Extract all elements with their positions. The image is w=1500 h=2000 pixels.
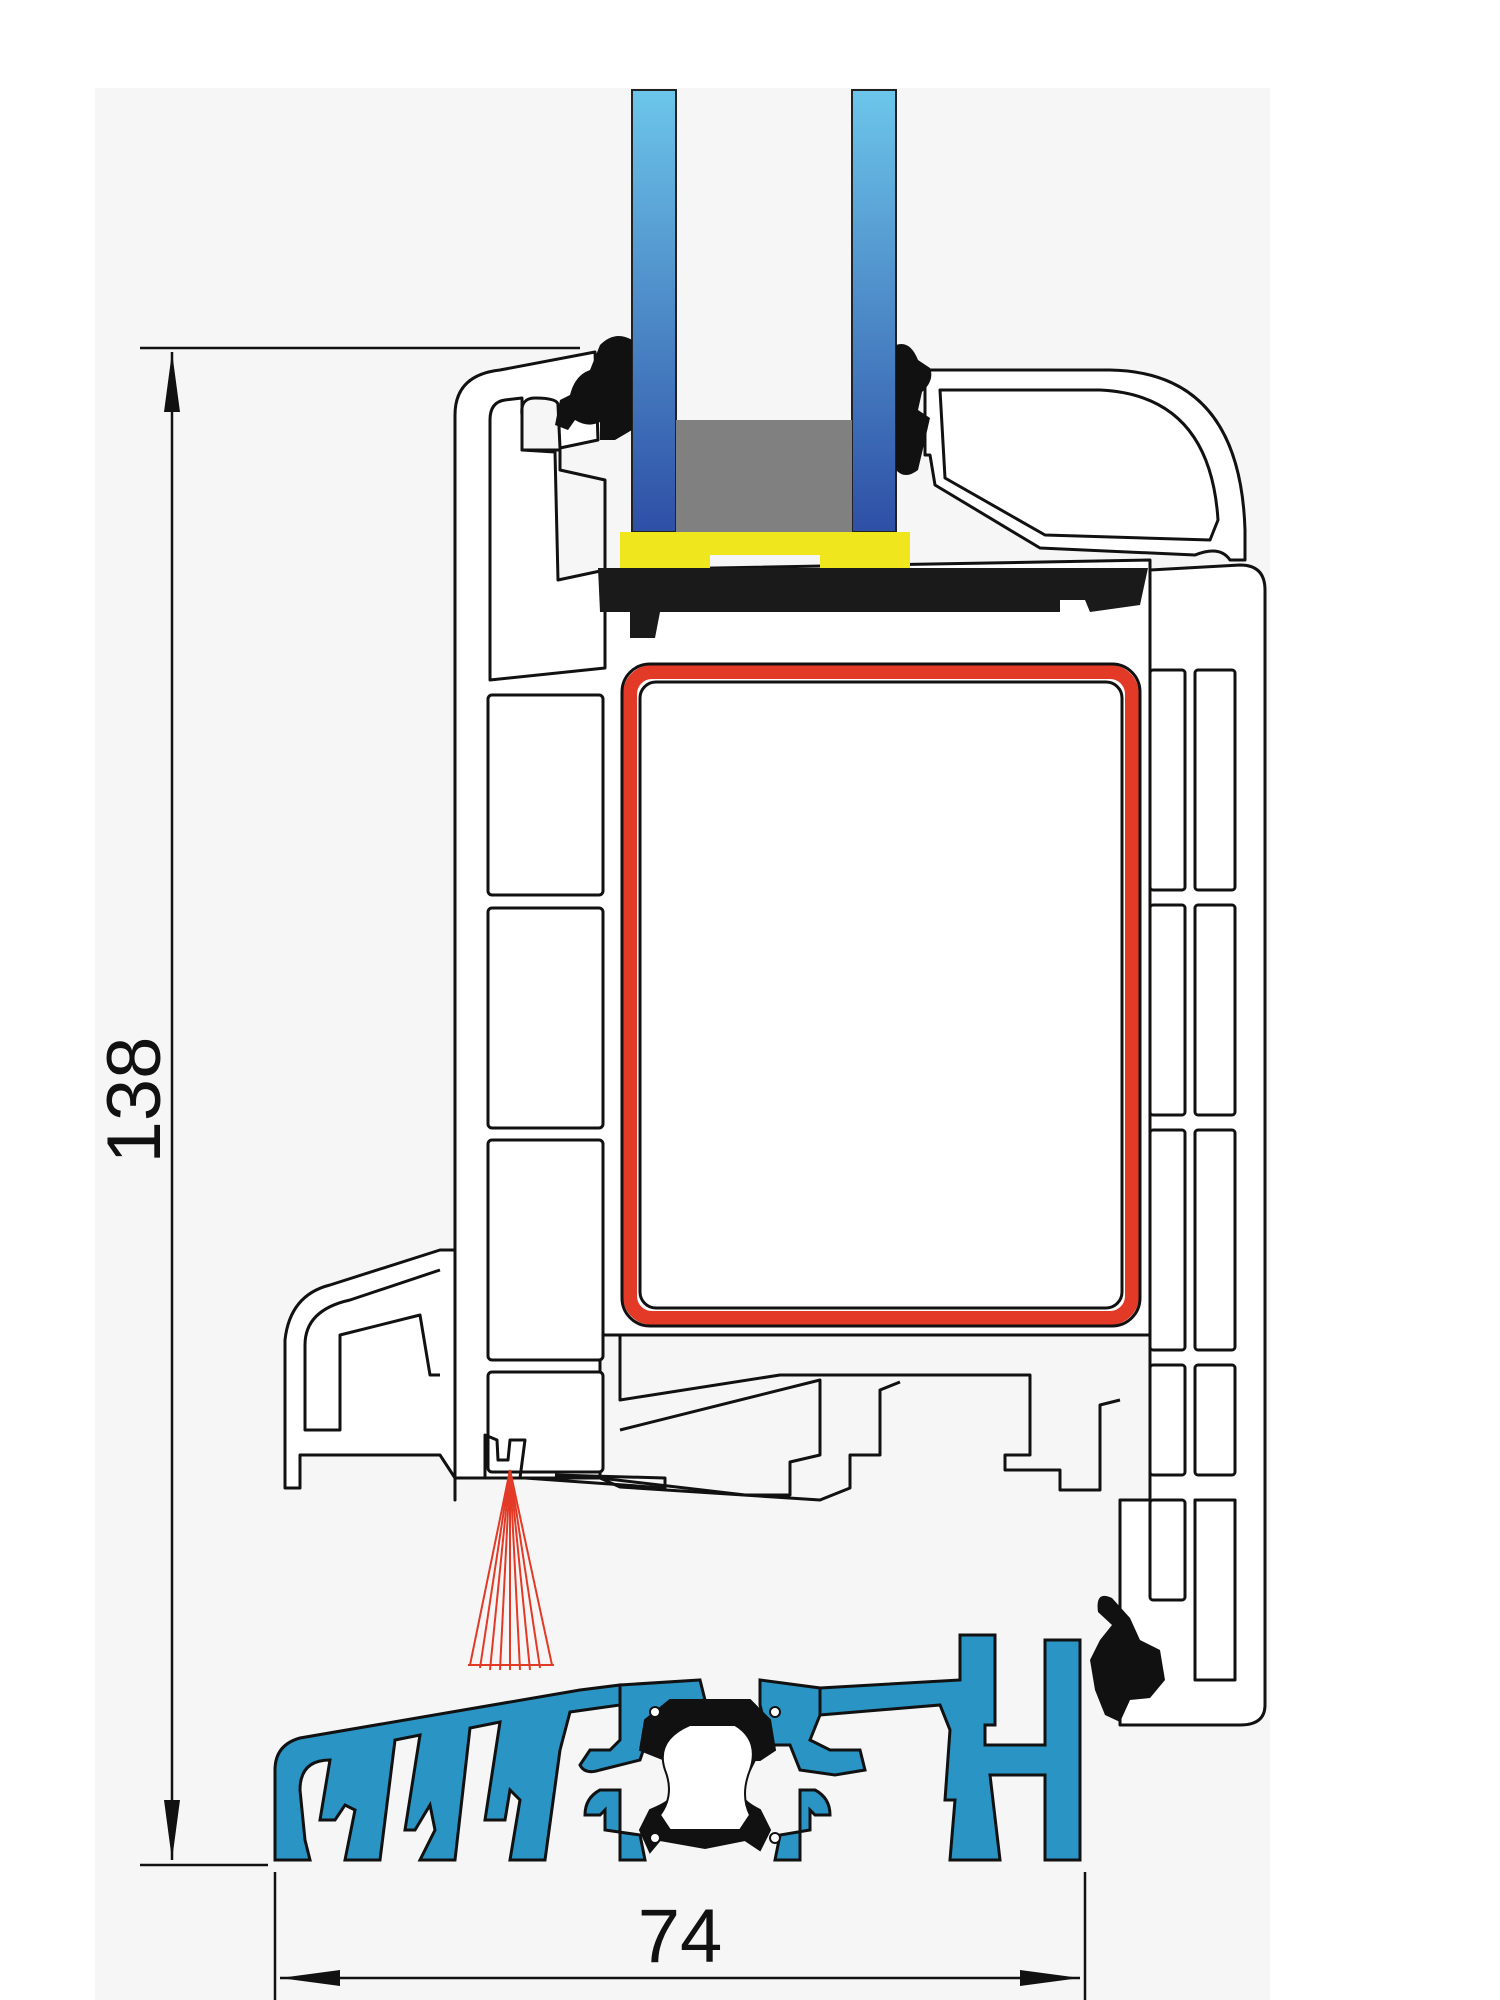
thermal-break-bottom-right xyxy=(773,1788,832,1862)
glass-spacer xyxy=(676,420,852,532)
steel-reinforcement-outer-edge xyxy=(620,662,1142,1328)
weather-drip-inner xyxy=(303,1268,441,1432)
outer-glazing-gasket xyxy=(555,336,632,440)
steel-reinforcement xyxy=(623,665,1139,1325)
thermal-sill-right xyxy=(818,1633,1082,1862)
thermal-break-bottom-left xyxy=(583,1788,647,1862)
setting-block xyxy=(620,532,910,568)
steel-reinforcement-inner-edge xyxy=(638,680,1124,1310)
sash-chambers xyxy=(486,396,607,1474)
frame-chambers xyxy=(1148,668,1237,1682)
drainage-water-fan xyxy=(468,1469,554,1671)
inner-glazing-gasket xyxy=(896,344,932,475)
drainage-slot xyxy=(483,1433,667,1490)
thermal-sill-left xyxy=(273,1683,622,1862)
thermal-break-core-cavity xyxy=(658,1724,754,1831)
glazing-support xyxy=(598,568,1148,638)
frame-seal-gasket xyxy=(1090,1595,1165,1722)
width-dimension: 74 xyxy=(273,1872,1087,2000)
width-dimension-label: 74 xyxy=(638,1894,723,1979)
height-dimension-label: 138 xyxy=(92,1037,177,1164)
height-dimension: 138 xyxy=(92,346,580,1867)
glass-pane-inner xyxy=(851,89,897,533)
sash-drain-channel xyxy=(599,1380,901,1502)
thermal-break-core-pins xyxy=(649,1706,781,1844)
glass-pane-outer xyxy=(631,89,677,533)
sash-lower-chambers xyxy=(618,1335,1121,1492)
glazing-bead-inner xyxy=(938,388,1220,542)
